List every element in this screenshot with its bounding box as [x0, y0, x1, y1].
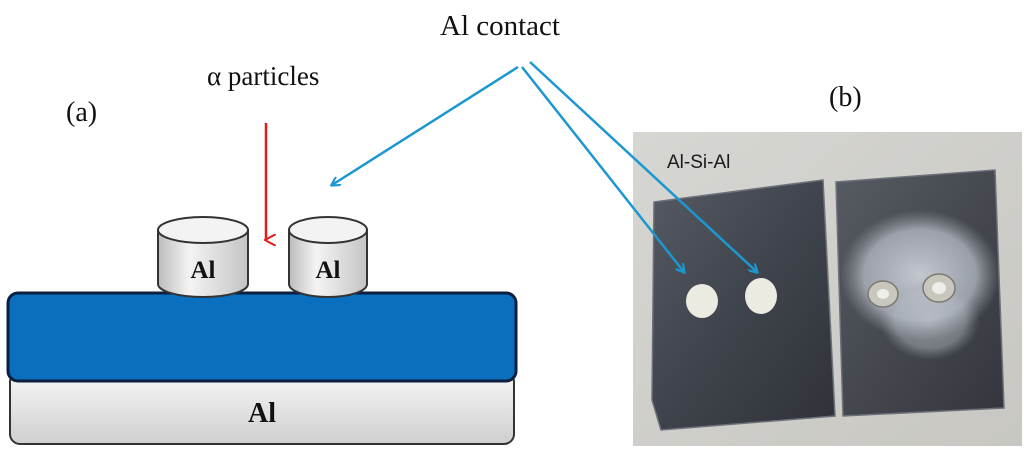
al-contact-label: Al contact [440, 10, 560, 42]
panel-a-label: (a) [66, 97, 97, 128]
aluminium-dot-left [686, 284, 718, 318]
aluminium-base-layer: Al [9, 371, 515, 445]
alpha-particles-label: α particles [207, 61, 319, 91]
silicon-layer [6, 291, 518, 383]
cylinder-left-label: Al [191, 257, 216, 284]
sample-photograph [633, 132, 1022, 446]
residue-cloud-lower [880, 280, 980, 360]
contact-arrow-to-dot-left [521, 66, 684, 272]
aluminium-dot-right [745, 278, 777, 314]
damaged-dot-right-center [932, 282, 946, 294]
cylinder-right-label: Al [316, 257, 341, 284]
contact-arrow-to-schematic [332, 65, 519, 185]
aluminium-contact-cylinder-right: Al [288, 216, 368, 298]
contact-arrow-to-dot-right [529, 61, 757, 272]
panel-b-label: (b) [829, 82, 862, 113]
photo-caption: Al-Si-Al [667, 152, 730, 173]
base-layer-label: Al [248, 398, 276, 429]
damaged-dot-left-center [877, 289, 889, 299]
aluminium-contact-cylinder-left: Al [157, 216, 249, 298]
wafer-left [651, 179, 836, 431]
